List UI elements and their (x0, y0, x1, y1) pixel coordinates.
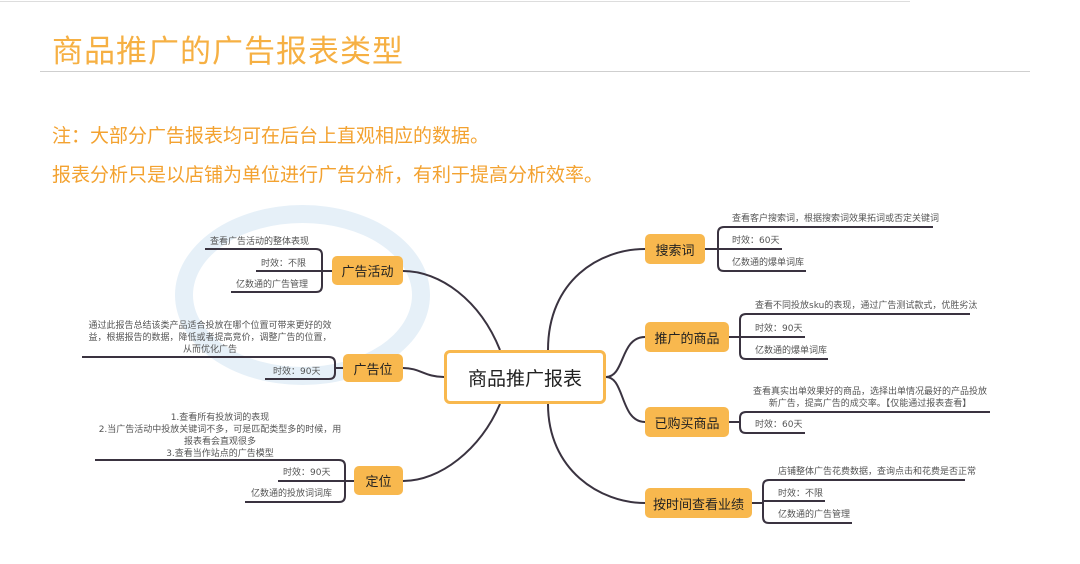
detail-text: 通过此报告总结该类产品适合投放在哪个位置可带来更好的效益，根据报告的数据，降低或… (88, 321, 332, 355)
node-targeting[interactable]: 定位 (354, 466, 403, 495)
detail-text: 查看真实出单效果好的商品，选择出单情况最好的产品投放新广告，提高广告的成交率。【… (752, 387, 987, 409)
detail-text: 时效：不限 (261, 259, 307, 269)
detail-text: 1.查看所有投放词的表现 (170, 413, 270, 423)
title-divider (40, 71, 1030, 72)
top-divider (0, 1, 910, 2)
node-search-terms[interactable]: 搜索词 (645, 234, 705, 264)
detail-text: 时效：60天 (732, 236, 780, 246)
detail-text: 店铺整体广告花费数据，查询点击和花费是否正常 (778, 467, 977, 477)
node-performance-over-time[interactable]: 按时间查看业绩 (645, 488, 752, 518)
detail-text: 时效：90天 (755, 324, 803, 334)
page-title: 商品推广的广告报表类型 (52, 34, 404, 70)
detail-text: 时效：不限 (778, 489, 824, 499)
note-line-2: 报表分析只是以店铺为单位进行广告分析，有利于提高分析效率。 (52, 164, 604, 186)
detail-text: 亿数通的投放词词库 (251, 489, 333, 499)
detail-text: 亿数通的广告管理 (778, 510, 851, 520)
detail-text: 亿数通的广告管理 (236, 280, 309, 290)
detail-text: 查看不同投放sku的表现，通过广告测试款式，优胜劣汰 (755, 301, 978, 311)
detail-text: 时效：90天 (273, 367, 321, 377)
center-node[interactable]: 商品推广报表 (444, 350, 606, 404)
detail-text: 3.查看当作站点的广告模型 (166, 449, 274, 459)
detail-text: 2.当广告活动中投放关键词不多，可是匹配类型多的时候，用报表看会直观很多 (98, 425, 342, 447)
node-ad-campaign[interactable]: 广告活动 (332, 256, 403, 285)
detail-text: 查看广告活动的整体表现 (210, 237, 310, 247)
note-line-1: 注：大部分广告报表均可在后台上直观相应的数据。 (52, 125, 490, 147)
detail-text: 时效：90天 (283, 468, 331, 478)
node-purchased-products[interactable]: 已购买商品 (645, 407, 729, 437)
node-ad-placement[interactable]: 广告位 (343, 354, 403, 382)
detail-text: 亿数通的爆单词库 (755, 346, 828, 356)
node-advertised-products[interactable]: 推广的商品 (645, 322, 729, 352)
detail-text: 亿数通的爆单词库 (732, 258, 805, 268)
detail-text: 时效：60天 (755, 420, 803, 430)
detail-text: 查看客户搜索词，根据搜索词效果拓词或否定关键词 (732, 214, 940, 224)
